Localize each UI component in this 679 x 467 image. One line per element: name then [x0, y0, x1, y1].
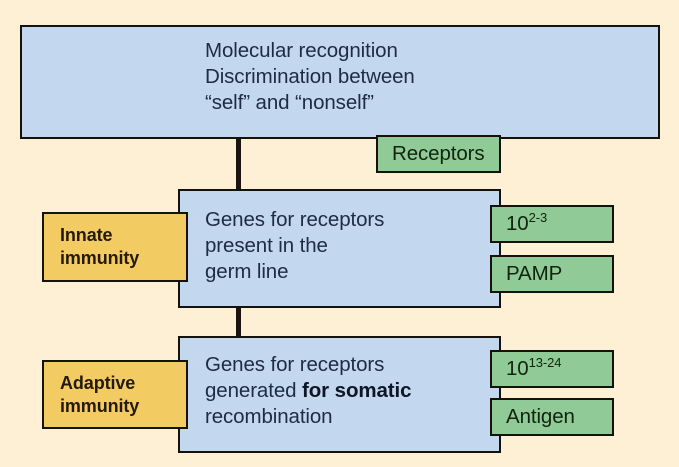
innate-immunity-label: Innate immunity — [60, 225, 140, 268]
receptors-tag-box: Receptors — [376, 135, 501, 173]
innate-immunity-label-box: Innate immunity — [42, 212, 188, 282]
adaptive-description-box — [178, 336, 501, 453]
adaptive-description-line2-emphasis: for somatic — [302, 379, 412, 402]
adaptive-description-line1: Genes for receptors — [205, 353, 385, 376]
adaptive-immunity-label: Adaptive immunity — [60, 372, 140, 416]
innate-receptor-count-label: 102-3 — [492, 211, 547, 235]
antigen-tag-box: Antigen — [490, 398, 614, 436]
innate-description-box — [178, 189, 501, 308]
innate-count-base: 10 — [506, 211, 529, 235]
innate-description-text: Genes for receptors present in the germ … — [205, 208, 385, 283]
antigen-tag-label: Antigen — [506, 404, 575, 428]
pamp-tag-label: PAMP — [506, 261, 563, 285]
adaptive-description-line2-plain: generated — [205, 379, 303, 402]
pamp-tag-box: PAMP — [490, 255, 614, 293]
molecular-recognition-text: Molecular recognition Discrimination bet… — [205, 39, 415, 114]
connector-top-to-innate — [236, 137, 241, 191]
molecular-recognition-box — [20, 25, 660, 139]
adaptive-receptor-count-box: 1013-24 — [490, 350, 614, 388]
adaptive-count-base: 10 — [506, 356, 529, 380]
adaptive-immunity-label-box: Adaptive immunity — [42, 360, 188, 429]
receptors-tag-label: Receptors — [392, 141, 485, 165]
adaptive-receptor-count-label: 1013-24 — [492, 356, 561, 380]
adaptive-count-exponent: 13-24 — [528, 354, 562, 370]
innate-count-exponent: 2-3 — [528, 209, 548, 225]
connector-innate-to-adaptive — [236, 306, 241, 338]
innate-receptor-count-box: 102-3 — [490, 205, 614, 243]
adaptive-description-text: Genes for receptors generated for somatic… — [205, 352, 495, 430]
adaptive-description-line3: recombination — [205, 405, 333, 428]
